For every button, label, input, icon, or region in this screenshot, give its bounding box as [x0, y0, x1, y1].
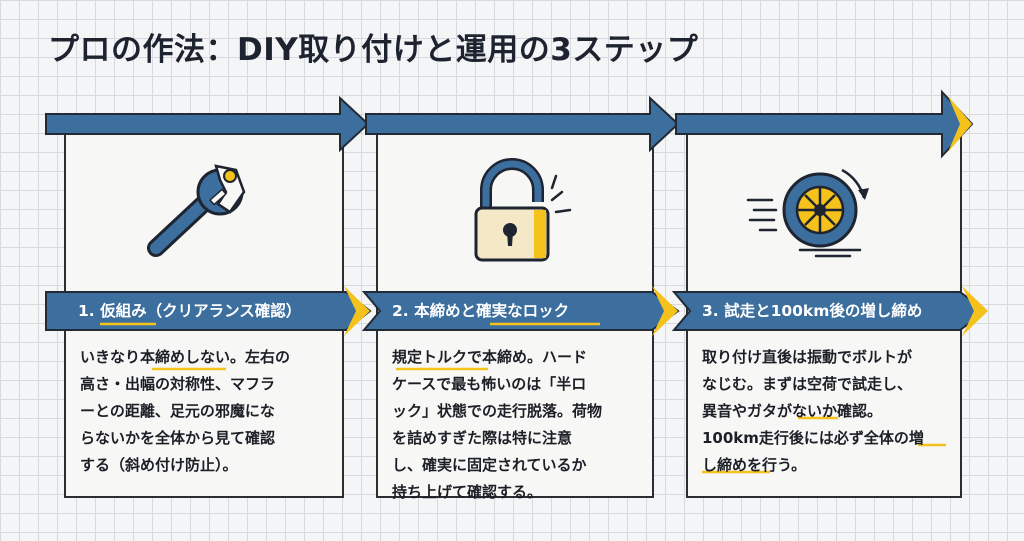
step-description-3: 取り付け直後は振動でボルトが なじむ。まずは空荷で試走し、 異音やガタがないか確… — [702, 348, 924, 474]
step-description-1: いきなり本締めしない。左右の 高さ・出幅の対称性、マフラ ーとの距離、足元の邪魔… — [80, 348, 291, 474]
page-title: プロの作法：DIY取り付けと運用の3ステップ — [48, 32, 699, 68]
step-description-2: 規定トルクで本締め。ハード ケースで最も怖いのは「半ロ ック」状態での走行脱落。… — [392, 348, 603, 501]
step-label-1: 1. 仮組み（クリアランス確認） — [78, 302, 302, 320]
step-label-2: 2. 本締めと確実なロック — [392, 302, 570, 320]
step-label-3: 3. 試走と100km後の増し締め — [702, 302, 923, 320]
